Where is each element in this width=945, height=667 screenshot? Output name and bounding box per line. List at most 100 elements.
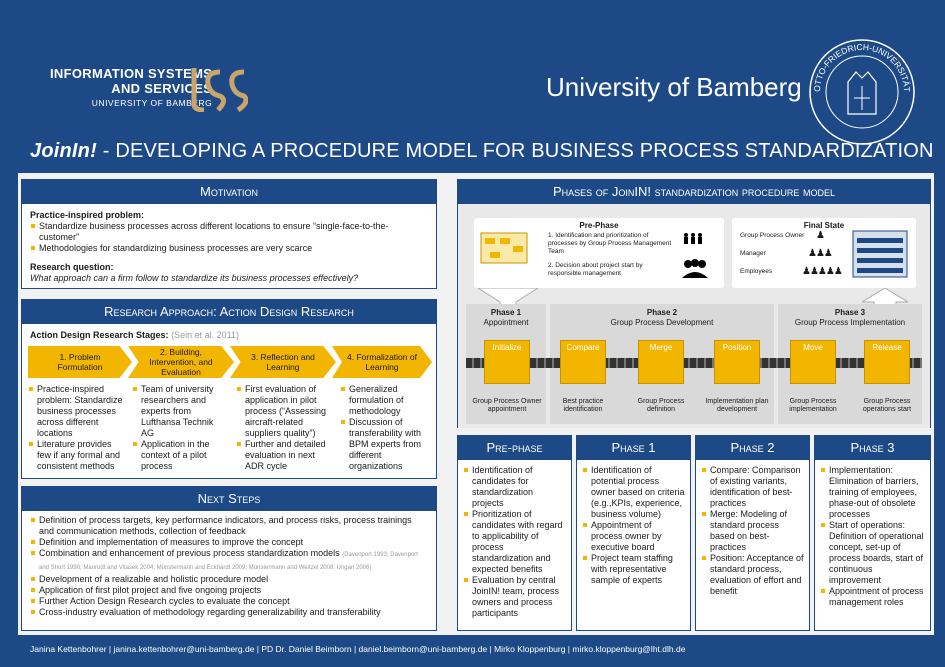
motivation-title: Motivation [22, 180, 436, 204]
final-state-box: Final State Group Process Owner Manager … [732, 218, 916, 288]
column-title: Phase 1 [577, 436, 690, 460]
step-initialize: Initialize [484, 340, 530, 384]
phase3-sub: Group Process Implementation [794, 318, 906, 327]
list-item: Identification of potential process owne… [582, 465, 685, 520]
column-title: Phase 3 [815, 436, 930, 460]
list-item: Team of university researchers and exper… [132, 384, 228, 439]
column-title: Pre-phase [458, 436, 571, 460]
step-label: Move [803, 343, 823, 352]
list-item: Evaluation by central JoinIN! team, proc… [463, 575, 566, 619]
list-item: Merge: Modeling of standard process base… [701, 509, 804, 553]
list-item: Identification of candidates for standar… [463, 465, 566, 509]
phase1-sub: Appointment [483, 318, 529, 327]
poster-footer: Janina Kettenbohrer | janina.kettenbohre… [30, 644, 686, 654]
phases-diagram: Pre-Phase 1. Identification and prioriti… [458, 204, 930, 428]
step-caption: Group Process implementation [789, 398, 837, 413]
motivation-panel: Motivation Practice-inspired problem: St… [21, 179, 437, 289]
stage-3-label: 3. Reflection and Learning [251, 352, 315, 372]
final-row-employees: Employees [740, 268, 773, 275]
step-caption: Implementation plan development [705, 398, 769, 413]
iss-line3: UNIVERSITY OF BAMBERG [91, 98, 213, 108]
list-item: Compare: Comparison of existing variants… [701, 465, 804, 509]
iss-logo-icon [191, 68, 248, 112]
stage-1-label: 1. Problem Formulation [57, 352, 103, 372]
step-caption: Group Process Owner appointment [472, 398, 542, 413]
next-steps-list: Definition of process targets, key perfo… [22, 511, 436, 622]
stage-4-label: 4. Formalization of Learning [347, 352, 417, 372]
research-question: What approach can a firm follow to stand… [30, 273, 359, 283]
list-item: Appointment of process management roles [820, 586, 925, 608]
step-caption: Best practice identification [562, 398, 604, 413]
phase1-column: Phase 1 Identification of potential proc… [576, 435, 691, 631]
stages-row: 1. Problem Formulation 2. Building, Inte… [28, 346, 432, 378]
phase2-head: Phase 2 [646, 308, 678, 317]
question-label: Research question: [30, 262, 114, 272]
iss-logo-text: INFORMATION SYSTEMS AND SERVICES UNIVERS… [50, 66, 212, 111]
phase3-head: Phase 3 [834, 308, 866, 317]
column-title: Phase 2 [696, 436, 809, 460]
list-item: Methodologies for standardizing business… [30, 243, 428, 254]
stage-2: 2. Building, Intervention, and Evaluatio… [128, 346, 234, 378]
next-steps-cite: (Davenport 1993; Davenport and Short 199… [39, 552, 418, 571]
step-compare: Compare [560, 340, 606, 384]
step-release: Release [864, 340, 910, 384]
step-move: Move [790, 340, 836, 384]
column-list: Identification of candidates for standar… [458, 460, 571, 624]
funnel-arrow-icon [478, 288, 538, 314]
stage-4-list: Generalized formulation of methodology D… [340, 384, 432, 472]
process-arrow-band [466, 358, 922, 368]
problem-label: Practice-inspired problem: [30, 210, 145, 220]
final-row-manager: Manager [740, 250, 766, 257]
prephase-step-2: 2. Decision about project start by respo… [548, 262, 643, 277]
step-caption: Group Process definition [637, 398, 685, 413]
list-item: Literature provides few if any formal an… [28, 439, 124, 472]
stage-2-label: 2. Building, Intervention, and Evaluatio… [149, 347, 213, 377]
prephase-step-1: 1. Identification and prioritization of … [548, 232, 672, 255]
list-item: Further and detailed evaluation in next … [236, 439, 334, 472]
step-merge: Merge [638, 340, 684, 384]
list-item: Implementation: Elimination of barriers,… [820, 465, 925, 520]
phases-panel: Phases of JoinIN! standardization proced… [457, 179, 931, 428]
stages-cite: (Sein et al. 2011) [171, 330, 239, 340]
poster-title: JoinIn! - DEVELOPING A PROCEDURE MODEL F… [30, 140, 934, 163]
stages-label: Action Design Research Stages: [30, 330, 169, 340]
step-label: Release [872, 343, 902, 352]
poster-content: Motivation Practice-inspired problem: St… [18, 173, 934, 635]
stage-4: 4. Formalization of Learning [332, 346, 432, 378]
list-item: Discussion of transferability with BPM e… [340, 417, 432, 472]
svg-text:OTTO-FRIEDRICH-UNIVERSITÄT BAM: OTTO-FRIEDRICH-UNIVERSITÄT BAMBERG [808, 38, 912, 92]
employee-people-icon: ♟♟♟♟♟ [802, 266, 843, 277]
management-group-icon [682, 259, 708, 278]
iss-line1: INFORMATION SYSTEMS [50, 66, 213, 81]
university-seal-icon: OTTO-FRIEDRICH-UNIVERSITÄT BAMBERG [808, 38, 915, 145]
stage-1: 1. Problem Formulation [28, 346, 132, 378]
university-name: University of Bamberg [546, 72, 802, 102]
column-list: Implementation: Elimination of barriers,… [815, 460, 930, 613]
iss-line2: AND SERVICES [111, 81, 213, 96]
problem-list: Standardize business processes across di… [30, 221, 428, 254]
step-label: Compare [566, 343, 600, 352]
list-item: Further Action Design Research cycles to… [30, 596, 428, 607]
list-item: Development of a realizable and holistic… [30, 574, 428, 585]
manager-people-icon: ♟♟♟ [808, 248, 833, 259]
stage-3-list: First evaluation of application in pilot… [236, 384, 334, 472]
process-board-icon [852, 230, 908, 278]
column-list: Compare: Comparison of existing variants… [696, 460, 809, 602]
next-steps-title: Next Steps [22, 487, 436, 511]
people-icon [684, 233, 702, 244]
phase1-head: Phase 1 [490, 308, 522, 317]
phase2-sub: Group Process Development [610, 318, 714, 327]
step-caption: Group Process operations start [862, 398, 912, 413]
list-item: Definition and implementation of measure… [30, 537, 428, 548]
phase2-column: Phase 2 Compare: Comparison of existing … [695, 435, 810, 631]
list-item: Standardize business processes across di… [30, 221, 428, 243]
prephase-box: Pre-Phase 1. Identification and prioriti… [474, 218, 724, 288]
stage-1-list: Practice-inspired problem: Standardize b… [28, 384, 124, 472]
list-item: First evaluation of application in pilot… [236, 384, 334, 439]
process-map-icon [480, 232, 528, 264]
list-item: Position: Acceptance of standard process… [701, 553, 804, 597]
prephase-column: Pre-phase Identification of candidates f… [457, 435, 572, 631]
motivation-body: Practice-inspired problem: Standardize b… [22, 204, 436, 290]
